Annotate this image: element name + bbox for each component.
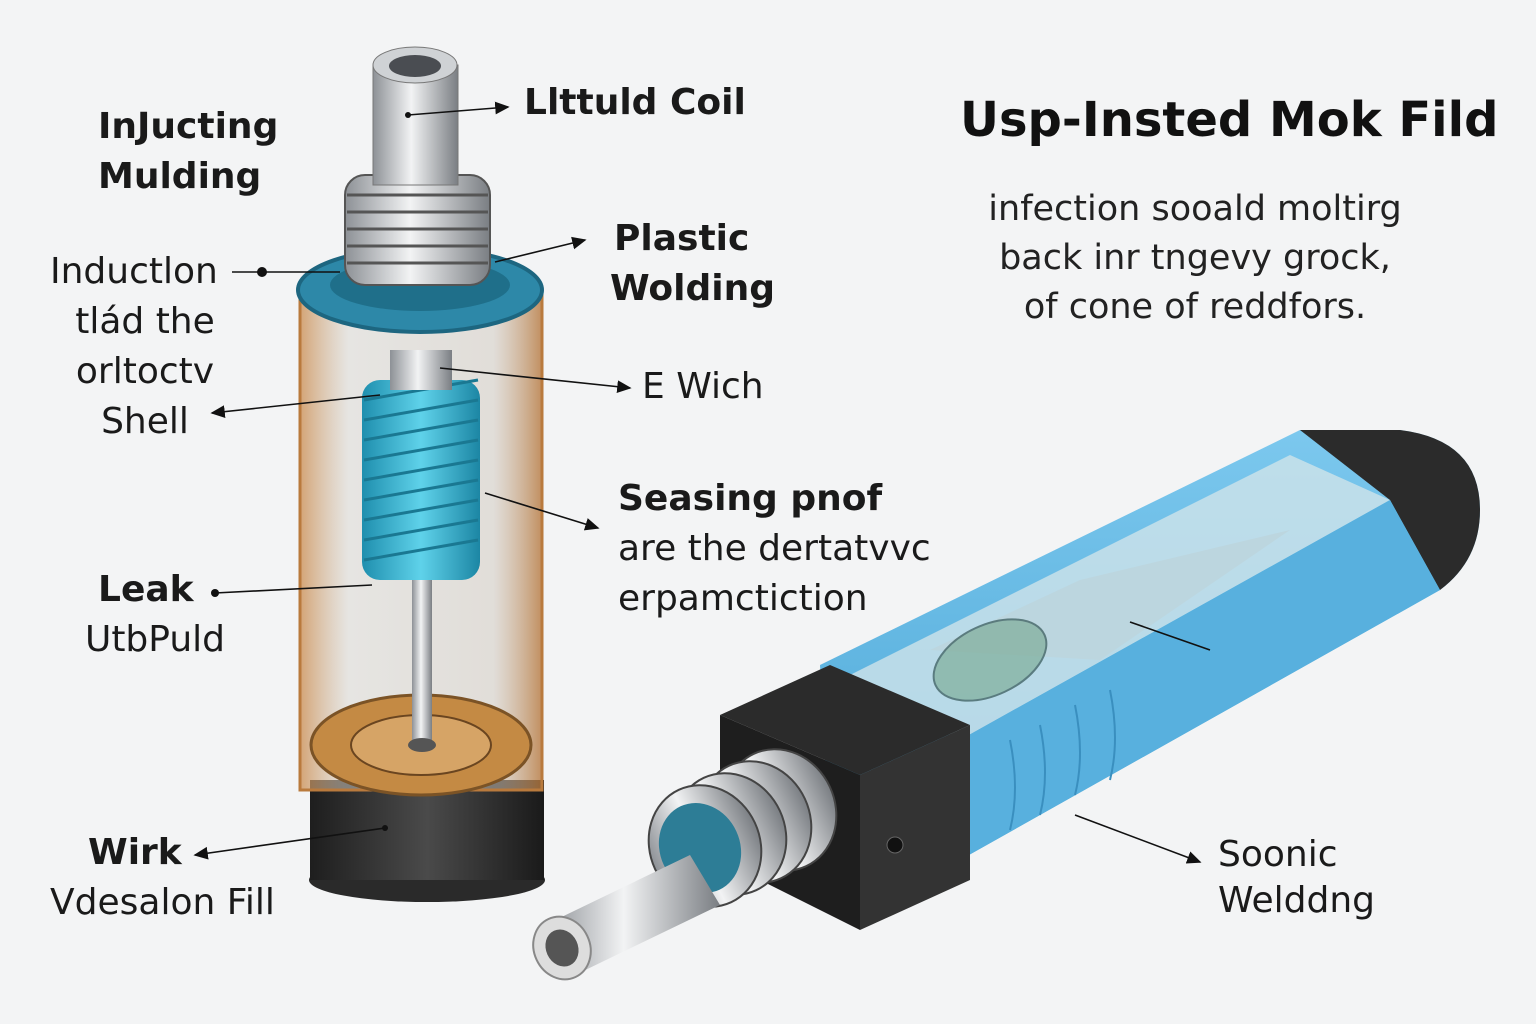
label-line: Soonic (1218, 834, 1338, 875)
label-line: Plastic (614, 218, 750, 259)
leader-lines (193, 101, 1211, 864)
label-line: erpamctiction (618, 578, 868, 619)
label-induction: Inductlon tlád the orltoctv Shell (50, 247, 240, 447)
label-line: tlád the (75, 301, 215, 342)
label-sonic-welding: Soonic Welddng (1218, 832, 1375, 924)
label-wirk: Wirk Vdesalon Fill (50, 828, 275, 928)
page-title: Usp-Insted Mok Fild (960, 92, 1499, 148)
label-line: InJucting (98, 106, 279, 147)
label-liquid-coil: Llttuld Coil (524, 82, 746, 123)
label-line: Vdesalon Fill (50, 882, 275, 923)
label-heading: Seasing pnof (618, 478, 883, 519)
label-line: Mulding (98, 156, 262, 197)
label-line: Shell (101, 401, 189, 442)
description-line: back inr tngevy grock, (999, 238, 1391, 278)
label-line: Inductlon (50, 251, 218, 292)
label-heading: Leak (98, 569, 194, 610)
label-line: Welddng (1218, 880, 1376, 921)
label-line: are the dertatvvc (618, 528, 931, 569)
description-line: infection sooald moltirg (988, 189, 1402, 229)
label-plastic-wolding: Plastic Wolding (610, 214, 775, 314)
vertical-cartridge (296, 46, 545, 902)
label-leak: Leak UtbPuld (70, 565, 240, 665)
description: infection sooald moltirg back inr tngevy… (945, 185, 1445, 332)
label-heading: Wirk (88, 832, 182, 873)
label-line: Wolding (610, 268, 776, 309)
label-injecting-molding: InJucting Mulding (98, 102, 278, 202)
label-e-wich: E Wich (642, 366, 764, 407)
horizontal-cartridge (532, 430, 1480, 981)
label-line: orltoctv (75, 351, 215, 392)
description-line: of cone of reddfors. (1023, 287, 1367, 327)
label-line: UtbPuld (84, 619, 226, 660)
label-seasing: Seasing pnof are the dertatvvc erpamctic… (618, 474, 931, 624)
